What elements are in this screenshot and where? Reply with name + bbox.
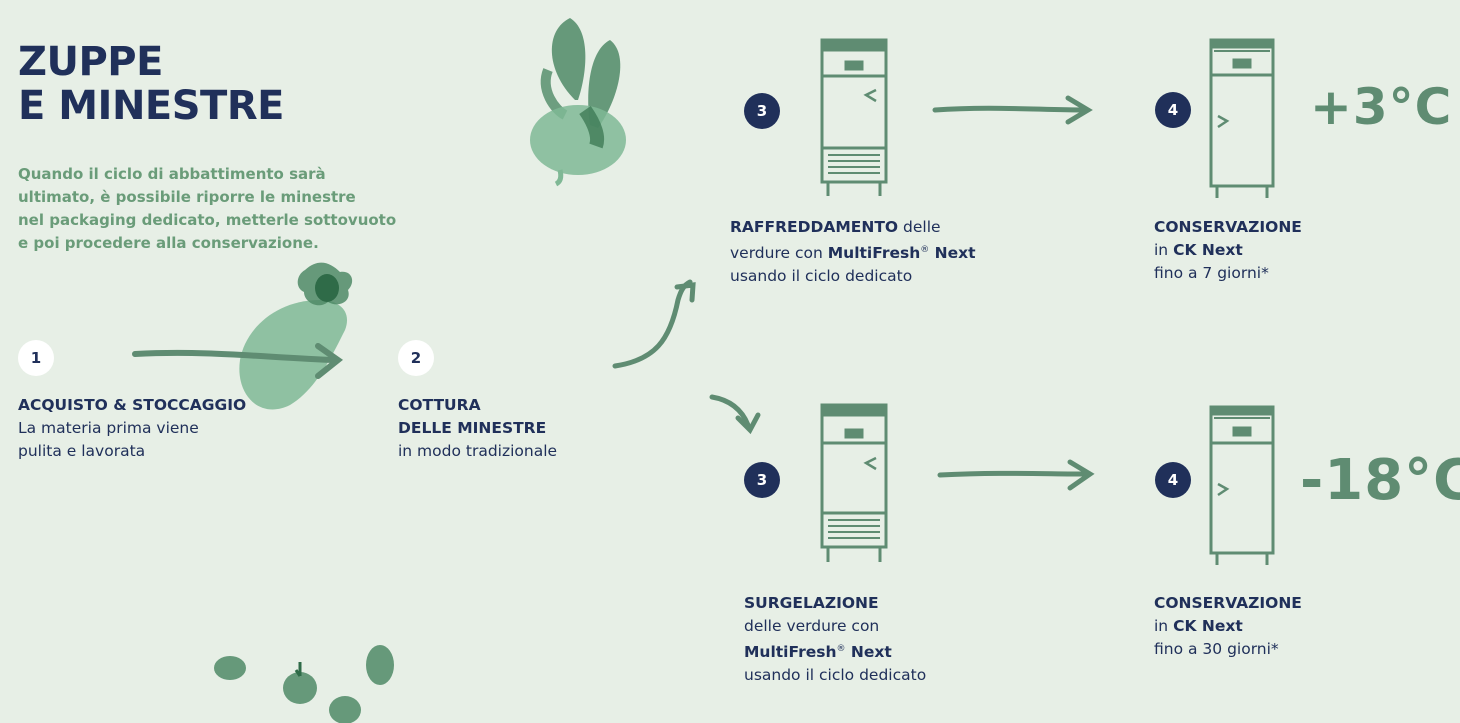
- step-4b-badge: 4: [1155, 462, 1191, 498]
- step-4a-product: CK Next: [1173, 241, 1243, 259]
- arrow-1-to-2: [132, 349, 338, 363]
- step-2-text: COTTURA DELLE MINESTRE in modo tradizion…: [398, 394, 557, 463]
- arrow-3b-head: [1067, 459, 1095, 491]
- intro-line: nel packaging dedicato, metterle sottovu…: [18, 211, 397, 229]
- step-3a-text-2: verdure con: [730, 244, 828, 262]
- step-4a-line-3: fino a 7 giorni*: [1154, 264, 1269, 282]
- step-3a-text: RAFFREDDAMENTO delle verdure con MultiFr…: [730, 216, 976, 288]
- step-3b-line-2: delle verdure con: [744, 617, 880, 635]
- arrow-2-to-3a: [612, 279, 693, 369]
- step-4a-badge: 4: [1155, 92, 1191, 128]
- step-3b-product: MultiFresh: [744, 643, 837, 661]
- eggplant-illustration: [239, 262, 353, 410]
- step-1-heading: ACQUISTO & STOCCAGGIO: [18, 396, 247, 414]
- arrow-2-down-head: [735, 412, 761, 435]
- step-4b-pre: in: [1154, 617, 1174, 635]
- step-3b-line-4: usando il ciclo dedicato: [744, 666, 927, 684]
- step-3b-badge: 3: [744, 462, 780, 498]
- step-4b-heading: CONSERVAZIONE: [1154, 594, 1302, 612]
- arrow-3a-to-4a: [932, 105, 1088, 113]
- step-4a-text: CONSERVAZIONE in CK Next fino a 7 giorni…: [1154, 216, 1302, 285]
- arrow-2-to-3b: [709, 394, 751, 428]
- step-3a-badge: 3: [744, 93, 780, 129]
- arrows: [132, 95, 1095, 491]
- ck-appliance-icon-top: [1209, 38, 1275, 198]
- title-line-2: E MINESTRE: [18, 83, 284, 129]
- step-3b-product-2: Next: [845, 643, 892, 661]
- step-3a-product: MultiFresh: [827, 244, 921, 262]
- ck-appliance-icon-bottom: [1209, 405, 1275, 565]
- step-4b-text: CONSERVAZIONE in CK Next fino a 30 giorn…: [1154, 592, 1302, 661]
- page-title: ZUPPE E MINESTRE: [18, 40, 284, 128]
- step-4b-product: CK Next: [1173, 617, 1243, 635]
- step-4a-pre: in: [1154, 241, 1174, 259]
- step-1-line-1: La materia prima viene: [18, 419, 199, 437]
- temperature-bottom: -18°C: [1300, 448, 1460, 513]
- step-3b-heading: SURGELAZIONE: [744, 594, 879, 612]
- intro-line: e poi procedere alla conservazione.: [18, 234, 319, 252]
- step-2-heading-1: COTTURA: [398, 396, 481, 414]
- step-1-line-2: pulita e lavorata: [18, 442, 146, 460]
- beetroot-illustration: [530, 18, 626, 187]
- arrow-3b-to-4b: [937, 470, 1091, 478]
- temperature-top: +3°C: [1310, 78, 1453, 136]
- intro-line: Quando il ciclo di abbattimento sarà: [18, 165, 326, 183]
- registered-mark: ®: [920, 245, 930, 255]
- step-4a-heading: CONSERVAZIONE: [1154, 218, 1302, 236]
- step-3a-product-2: Next: [929, 244, 976, 262]
- step-4b-line-3: fino a 30 giorni*: [1154, 640, 1279, 658]
- arrow-2-up-head: [674, 282, 696, 303]
- step-1-text: ACQUISTO & STOCCAGGIO La materia prima v…: [18, 394, 246, 463]
- arrow-1-head: [315, 343, 344, 379]
- intro-paragraph: Quando il ciclo di abbattimento sarà ult…: [18, 163, 438, 255]
- step-3a-heading: RAFFREDDAMENTO: [730, 218, 899, 236]
- arrow-3a-head: [1065, 95, 1093, 125]
- step-2-badge: 2: [398, 340, 434, 376]
- registered-mark: ®: [836, 644, 846, 654]
- step-3b-text: SURGELAZIONE delle verdure con MultiFres…: [744, 592, 926, 687]
- step-3a-text-1: delle: [898, 218, 941, 236]
- step-2-heading-2: DELLE MINESTRE: [398, 419, 547, 437]
- cut-vegetable-pieces: [214, 645, 394, 723]
- step-1-badge: 1: [18, 340, 54, 376]
- intro-line: ultimato, è possibile riporre le minestr…: [18, 188, 356, 206]
- title-line-1: ZUPPE: [18, 39, 163, 85]
- multifresh-appliance-icon-bottom: [820, 403, 888, 562]
- multifresh-appliance-icon-top: [820, 38, 888, 196]
- step-2-line-1: in modo tradizionale: [398, 442, 558, 460]
- step-3a-line-3: usando il ciclo dedicato: [730, 267, 913, 285]
